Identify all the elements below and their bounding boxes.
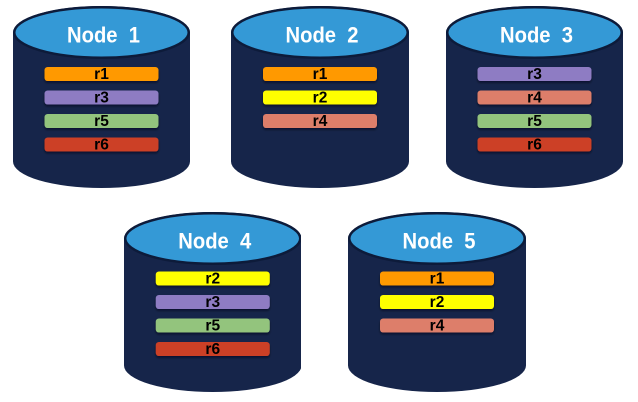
svg-text:r1: r1 xyxy=(313,66,328,83)
svg-text:r6: r6 xyxy=(527,137,542,154)
svg-text:r6: r6 xyxy=(94,137,109,154)
svg-text:r6: r6 xyxy=(205,341,220,358)
svg-text:r3: r3 xyxy=(94,90,109,107)
svg-text:r2: r2 xyxy=(430,294,445,311)
svg-text:Node 2: Node 2 xyxy=(286,22,359,47)
svg-text:r3: r3 xyxy=(205,294,220,311)
svg-text:r4: r4 xyxy=(313,113,328,130)
svg-text:r4: r4 xyxy=(430,318,445,335)
svg-text:Node 4: Node 4 xyxy=(178,228,252,253)
svg-text:r1: r1 xyxy=(430,271,445,288)
svg-text:r5: r5 xyxy=(205,318,220,335)
svg-text:Node 1: Node 1 xyxy=(67,22,140,47)
svg-text:r2: r2 xyxy=(205,271,220,288)
svg-text:r5: r5 xyxy=(527,113,542,130)
svg-text:r1: r1 xyxy=(94,66,109,83)
svg-text:Node 5: Node 5 xyxy=(403,228,476,253)
svg-text:r5: r5 xyxy=(94,113,109,130)
svg-text:r2: r2 xyxy=(313,90,328,107)
svg-text:r3: r3 xyxy=(527,66,542,83)
svg-text:Node 3: Node 3 xyxy=(500,22,573,47)
svg-text:r4: r4 xyxy=(527,90,542,107)
